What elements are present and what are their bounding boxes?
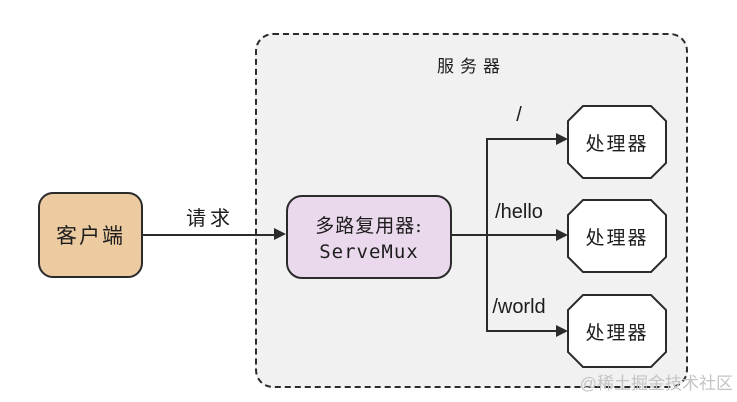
mux-node: 多路复用器: ServeMux bbox=[286, 195, 452, 279]
mux-title: 多路复用器: bbox=[315, 215, 423, 237]
branch-line-middle bbox=[452, 234, 556, 236]
request-arrowhead-icon bbox=[274, 228, 286, 240]
client-label: 客户端 bbox=[56, 224, 125, 248]
route-label-world: /world bbox=[492, 296, 546, 318]
mux-subtitle: ServeMux bbox=[319, 241, 419, 263]
octagon-shape-icon bbox=[567, 294, 667, 368]
request-arrow-line bbox=[143, 234, 276, 236]
watermark: @稀土掘金技术社区 bbox=[579, 374, 733, 393]
octagon-shape-icon bbox=[567, 105, 667, 179]
handler-node-root: 处理器 bbox=[567, 105, 667, 179]
branch-arrowhead-top-icon bbox=[556, 133, 568, 145]
handler-label: 处理器 bbox=[585, 321, 649, 344]
route-label-hello: /hello bbox=[495, 201, 543, 223]
branch-line-vertical bbox=[486, 138, 488, 332]
handler-node-hello: 处理器 bbox=[567, 199, 667, 273]
client-node: 客户端 bbox=[38, 192, 143, 278]
request-label: 请求 bbox=[186, 206, 234, 230]
handler-node-world: 处理器 bbox=[567, 294, 667, 368]
handler-label: 处理器 bbox=[585, 132, 649, 155]
server-title: 服务器 bbox=[437, 57, 506, 77]
handler-label: 处理器 bbox=[585, 226, 649, 249]
branch-arrowhead-bottom-icon bbox=[556, 325, 568, 337]
route-label-root: / bbox=[516, 104, 522, 126]
branch-line-top bbox=[486, 138, 556, 140]
branch-arrowhead-middle-icon bbox=[556, 229, 568, 241]
branch-line-bottom bbox=[486, 330, 556, 332]
octagon-shape-icon bbox=[567, 199, 667, 273]
